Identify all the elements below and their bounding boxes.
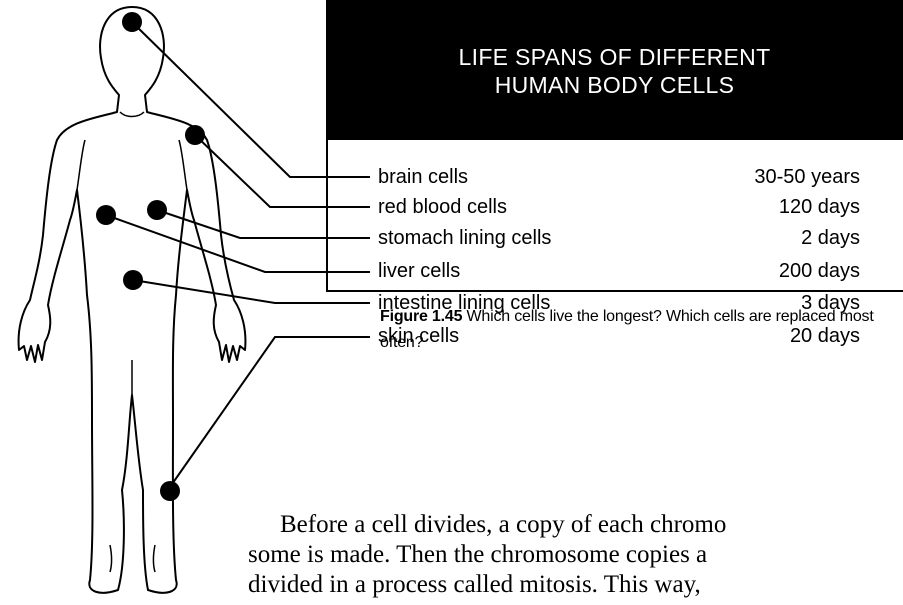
intestine-marker [123, 270, 143, 290]
table-row: liver cells 200 days [328, 256, 903, 286]
liver-marker [96, 205, 116, 225]
table-header: LIFE SPANS OF DIFFERENT HUMAN BODY CELLS [326, 0, 903, 140]
body-line-3: divided in a process called mitosis. Thi… [248, 570, 903, 600]
figure-label: Figure 1.45 [380, 308, 462, 325]
body-line-1: Before a cell divides, a copy of each ch… [248, 510, 903, 540]
cell-lifespan: 2 days [801, 223, 860, 253]
brain-marker [122, 12, 142, 32]
human-body-outline [19, 7, 246, 593]
table-row: brain cells 30-50 years [328, 162, 903, 192]
cell-type: liver cells [378, 256, 460, 286]
leader-line-skin [170, 337, 370, 487]
red-blood-marker [185, 125, 205, 145]
skin-marker [160, 481, 180, 501]
cell-lifespan: 30-50 years [754, 162, 860, 192]
figure-caption: Figure 1.45 Which cells live the longest… [380, 304, 903, 356]
table-row: stomach lining cells 2 days [328, 223, 903, 253]
cell-type: red blood cells [378, 192, 507, 222]
stomach-marker [147, 200, 167, 220]
table-row: red blood cells 120 days [328, 192, 903, 222]
cell-lifespan: 120 days [779, 192, 860, 222]
body-line-2: some is made. Then the chromosome copies… [248, 540, 903, 570]
table-title-line-2: HUMAN BODY CELLS [326, 71, 903, 99]
body-paragraph: Before a cell divides, a copy of each ch… [248, 510, 903, 600]
cell-type: brain cells [378, 162, 468, 192]
cell-type: stomach lining cells [378, 223, 551, 253]
table-title-line-1: LIFE SPANS OF DIFFERENT [326, 43, 903, 71]
cell-lifespan: 200 days [779, 256, 860, 286]
lifespan-table: brain cells 30-50 years red blood cells … [326, 140, 903, 292]
